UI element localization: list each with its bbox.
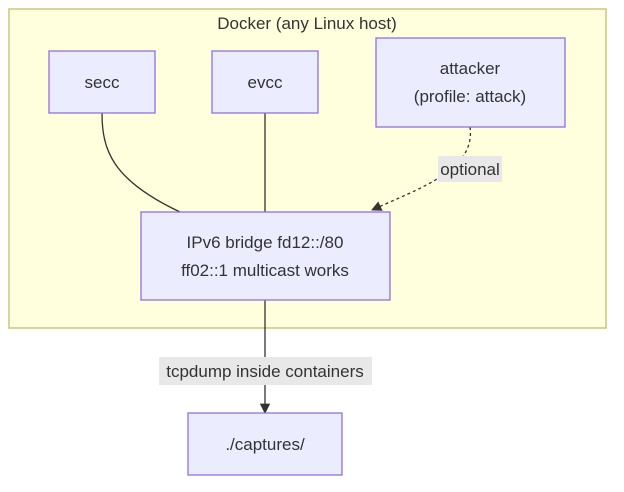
edge-label-tcpdump-bg <box>159 357 372 385</box>
node-attacker: attacker (profile: attack) <box>375 37 566 128</box>
node-bridge-label-line2: ff02::1 multicast works <box>181 261 349 280</box>
edge-label-tcpdump-text: tcpdump inside containers <box>166 362 364 381</box>
node-evcc-box <box>211 50 319 114</box>
node-captures-label: ./captures/ <box>225 435 305 454</box>
node-attacker-label-line2: (profile: attack) <box>414 87 526 106</box>
node-attacker-box <box>375 37 566 128</box>
edge-label-tcpdump: tcpdump inside containers <box>159 357 372 385</box>
node-captures-box <box>187 412 343 476</box>
node-evcc: evcc <box>211 50 319 114</box>
node-bridge-label-line1: IPv6 bridge fd12::/80 <box>187 233 344 252</box>
node-secc: secc <box>48 50 156 114</box>
node-secc-label: secc <box>85 73 120 92</box>
edge-secc-bridge <box>101 112 181 213</box>
node-bridge: IPv6 bridge fd12::/80 ff02::1 multicast … <box>140 211 391 301</box>
edge-label-optional-text: optional <box>440 160 500 179</box>
edge-label-optional-bg <box>438 156 502 182</box>
node-secc-box <box>48 50 156 114</box>
docker-cluster-title: Docker (any Linux host) <box>217 14 397 33</box>
node-bridge-box <box>140 211 391 301</box>
edge-label-optional: optional <box>438 156 502 182</box>
node-captures: ./captures/ <box>187 412 343 476</box>
node-attacker-label-line1: attacker <box>440 59 501 78</box>
node-evcc-label: evcc <box>248 73 283 92</box>
